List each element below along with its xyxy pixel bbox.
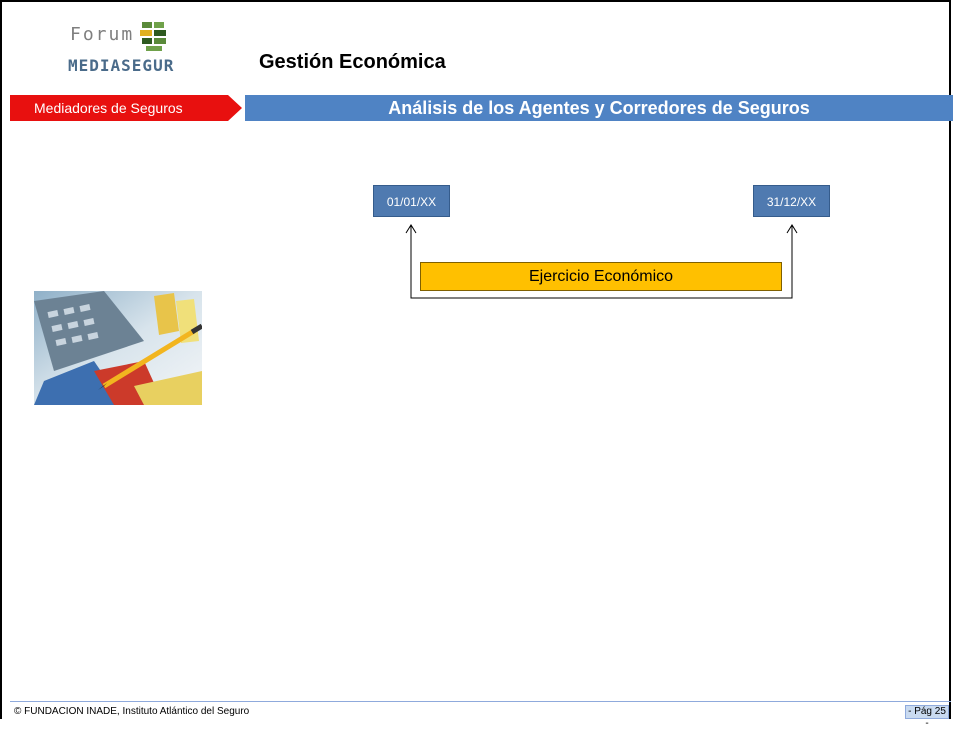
footer-divider <box>10 701 951 702</box>
page-number: - Pág 25 - <box>905 705 949 729</box>
section-subtitle: Análisis de los Agentes y Corredores de … <box>245 95 953 121</box>
logo-bottom-text: MEDIASEGUR <box>68 56 175 75</box>
period-label-box: Ejercicio Económico <box>420 262 782 291</box>
end-arrow-icon <box>786 224 798 234</box>
end-date-box: 31/12/XX <box>753 185 830 217</box>
section-label: Mediadores de Seguros <box>10 95 228 121</box>
footer-copyright: © FUNDACION INADE, Instituto Atlántico d… <box>14 706 250 717</box>
logo-blocks-icon <box>140 22 166 51</box>
start-date-box: 01/01/XX <box>373 185 450 217</box>
forum-mediasegur-logo: Forum MEDIASEGUR <box>68 22 178 84</box>
section-arrow-icon <box>228 95 242 121</box>
section-band: Mediadores de Seguros Análisis de los Ag… <box>10 95 953 121</box>
page-title: Gestión Económica <box>259 51 446 73</box>
start-arrow-icon <box>405 224 417 234</box>
logo-top-text: Forum <box>70 24 135 45</box>
calculator-photo <box>34 291 202 405</box>
